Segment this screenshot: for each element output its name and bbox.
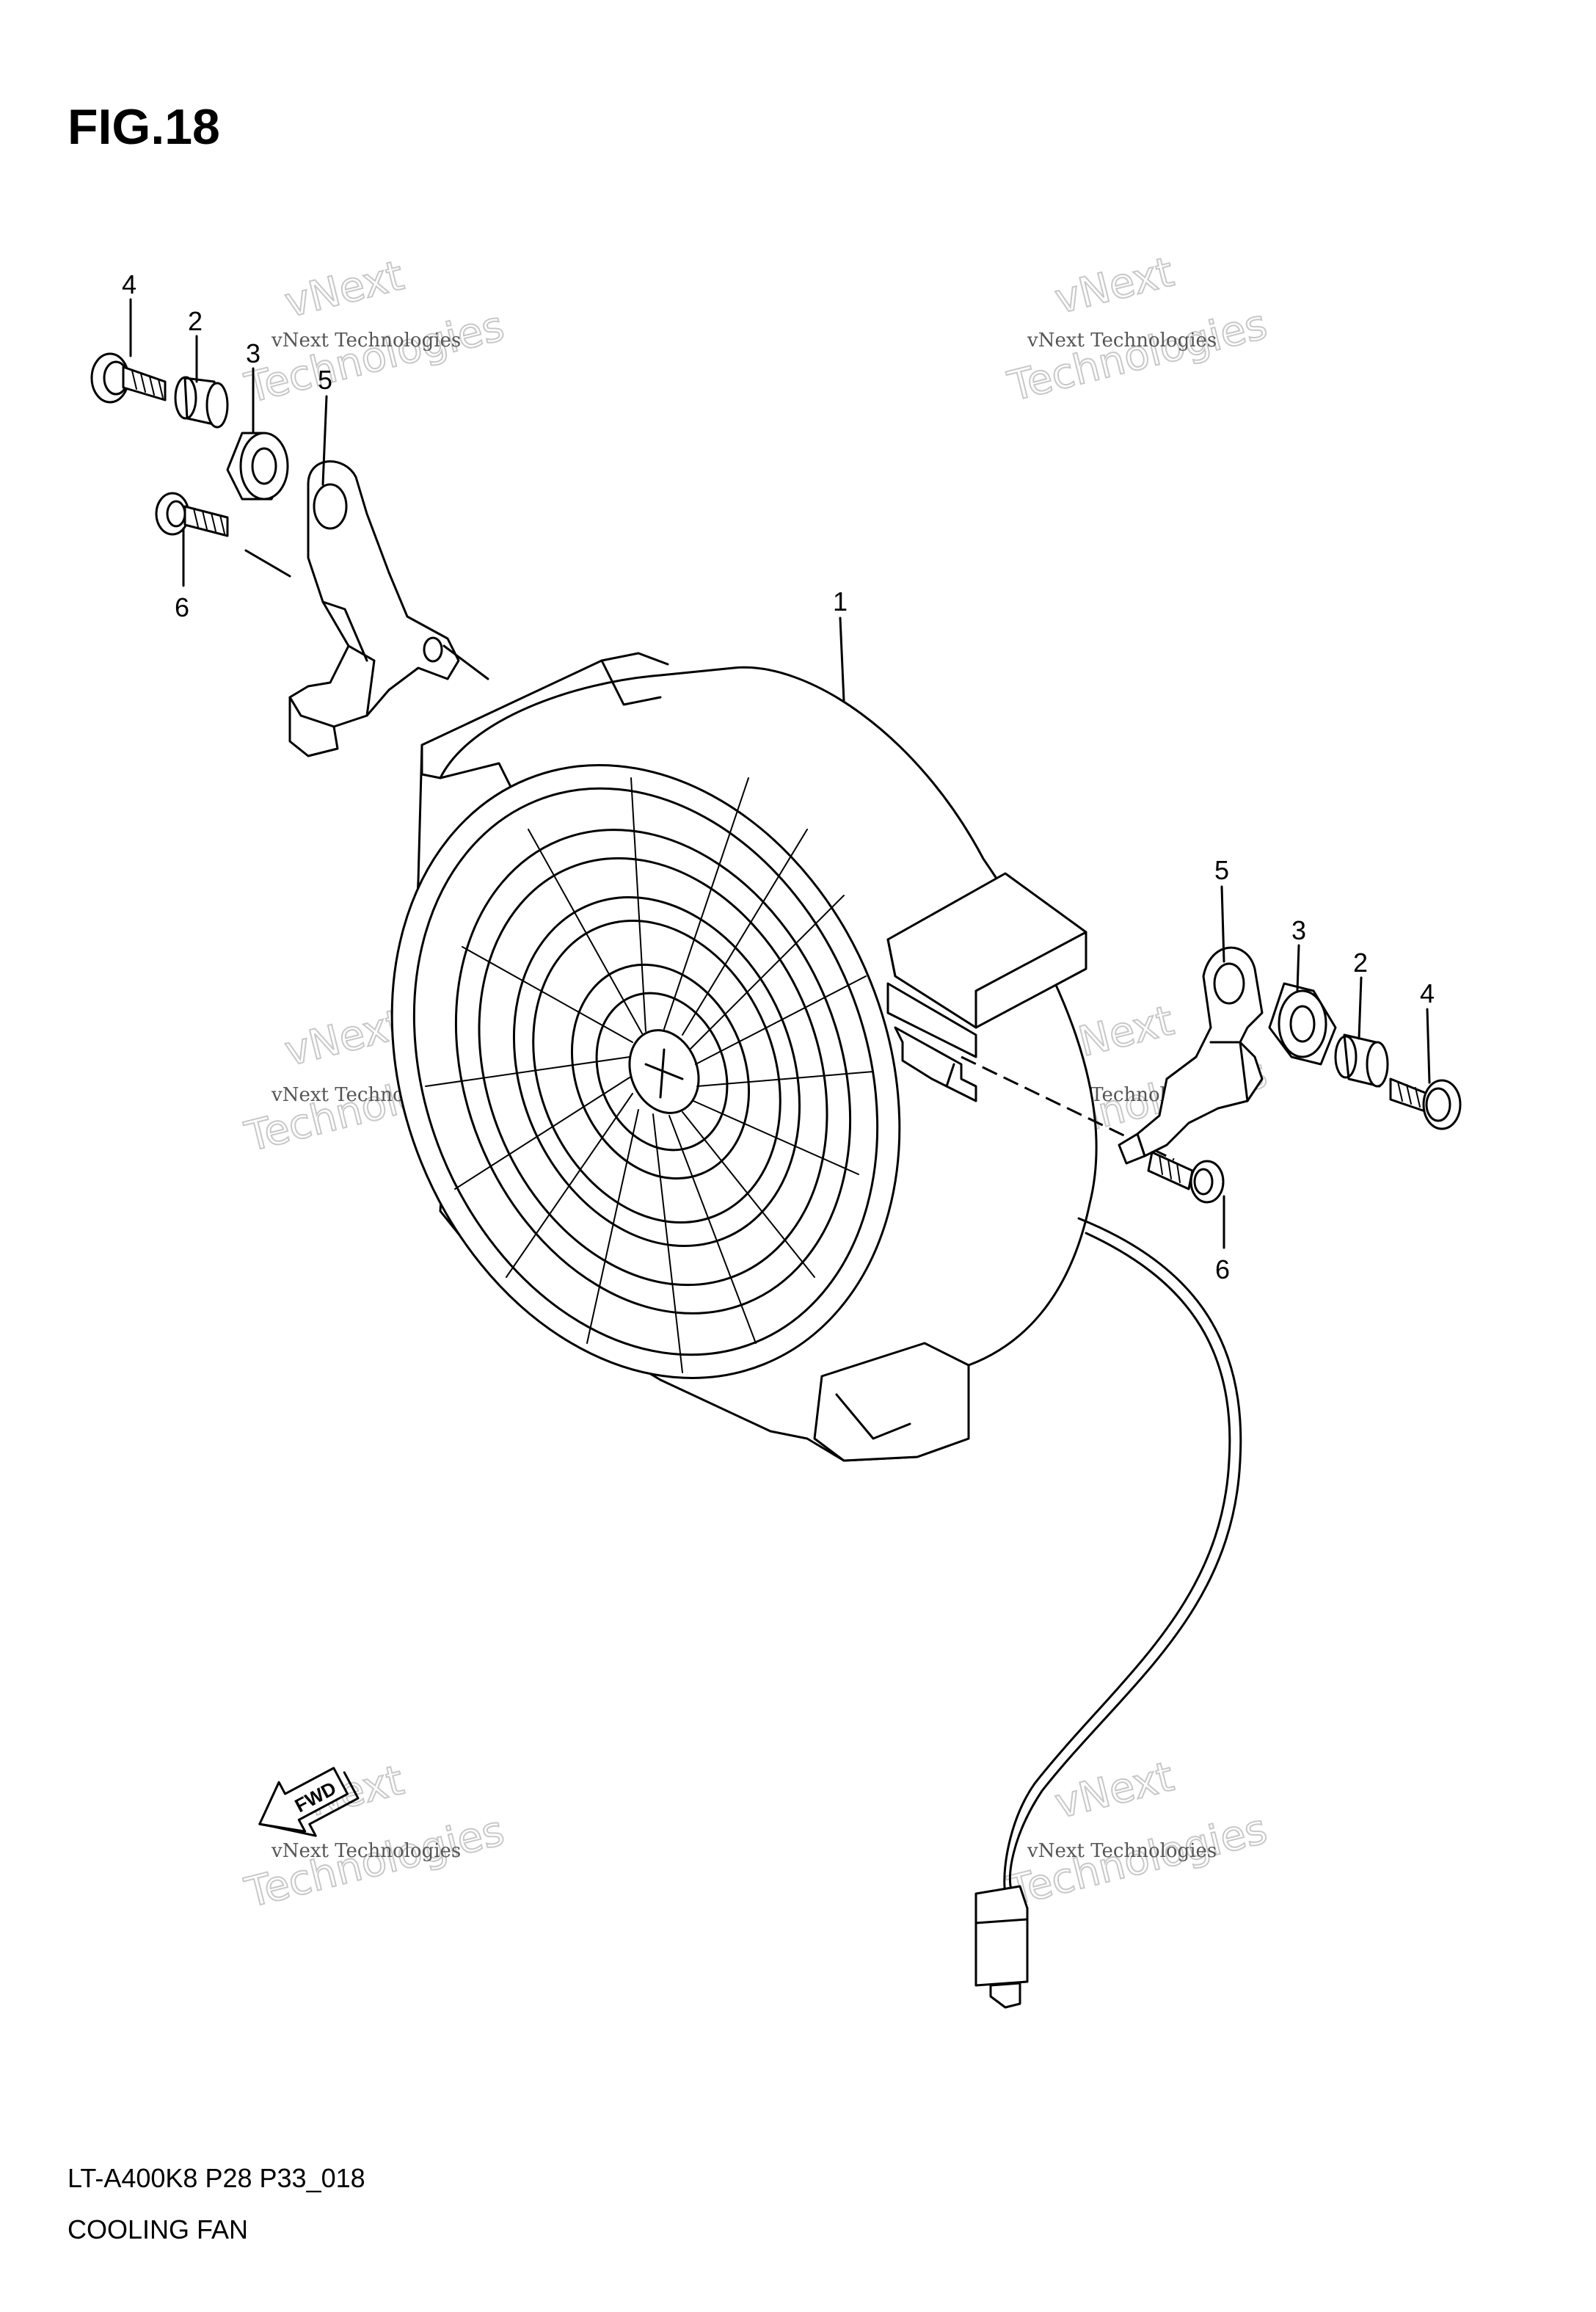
callout-right-bracket-bolt: 6 (1215, 1254, 1230, 1284)
watermark-label: vNext Technologies (271, 330, 461, 352)
figure-title: FIG.18 (68, 99, 220, 155)
housing-right-slot (886, 982, 977, 1058)
callout-left-grommet: 3 (246, 338, 260, 368)
fan-hub (628, 1029, 700, 1114)
leader-lines (129, 298, 1431, 1249)
forward-arrow-icon: FWD (258, 1767, 360, 1837)
left-bolt (90, 352, 167, 404)
callout-right-bolt: 4 (1420, 978, 1435, 1008)
right-bracket (1118, 946, 1264, 1165)
callout-right-grommet: 3 (1291, 915, 1306, 945)
watermark-top-left: vNext Technologies (240, 251, 510, 413)
watermark-label: vNext Technologies (1027, 1840, 1217, 1862)
callout-fan: 1 (833, 586, 848, 617)
watermark-top-right: vNext Technologies (1002, 247, 1272, 412)
svg-text:Technologies: Technologies (1003, 301, 1272, 411)
callout-right-collar: 2 (1353, 948, 1368, 978)
watermark-label: vNext Technologies (1027, 330, 1217, 352)
right-bolt (1389, 1077, 1462, 1130)
left-grommet (226, 432, 289, 501)
fan-guard-ring-middle (512, 896, 801, 1247)
svg-text:vNext: vNext (280, 1000, 408, 1076)
housing-top-step (600, 659, 662, 706)
svg-text:vNext: vNext (280, 252, 408, 327)
figure-code: LT-A400K8 P28 P33_018 (68, 2163, 365, 2193)
fan-wire-harness (974, 1217, 1242, 2009)
fan-guard-spokes (425, 777, 874, 1373)
svg-text:vNext: vNext (1050, 248, 1178, 324)
left-collar (174, 376, 229, 429)
figure-name: COOLING FAN (68, 2214, 248, 2244)
wire-connector (974, 1885, 1029, 1987)
watermark-label: vNext Technologies (271, 1840, 461, 1862)
callout-left-bracket-bolt: 6 (175, 592, 189, 622)
housing-top-ridge (420, 652, 669, 746)
fan-guard-ring-outer (454, 829, 852, 1315)
callout-left-collar: 2 (188, 306, 203, 336)
callout-right-bracket: 5 (1214, 855, 1229, 885)
svg-text:vNext: vNext (1050, 1753, 1178, 1828)
fan-guard-ring-inner (570, 963, 751, 1180)
fan-wire (1008, 1217, 1242, 1895)
right-grommet (1268, 982, 1337, 1066)
left-assembly-line (244, 549, 291, 578)
housing-bottom-tab (813, 1342, 970, 1462)
left-bracket-bolt (155, 492, 229, 537)
callout-left-bolt: 4 (122, 269, 136, 299)
svg-text:Technologies: Technologies (241, 302, 509, 412)
watermark-bottom-right: vNext Technologies (1002, 1752, 1272, 1916)
right-mounting-hardware (961, 946, 1462, 1204)
left-bracket (288, 460, 460, 757)
right-bracket-bolt (1147, 1151, 1225, 1204)
right-collar (1334, 1033, 1389, 1088)
cooling-fan-assembly (390, 652, 1098, 1462)
left-mounting-hardware (90, 352, 489, 757)
watermark-bottom-left: vNext Technologies (240, 1756, 510, 1918)
callout-left-bracket: 5 (318, 365, 332, 395)
